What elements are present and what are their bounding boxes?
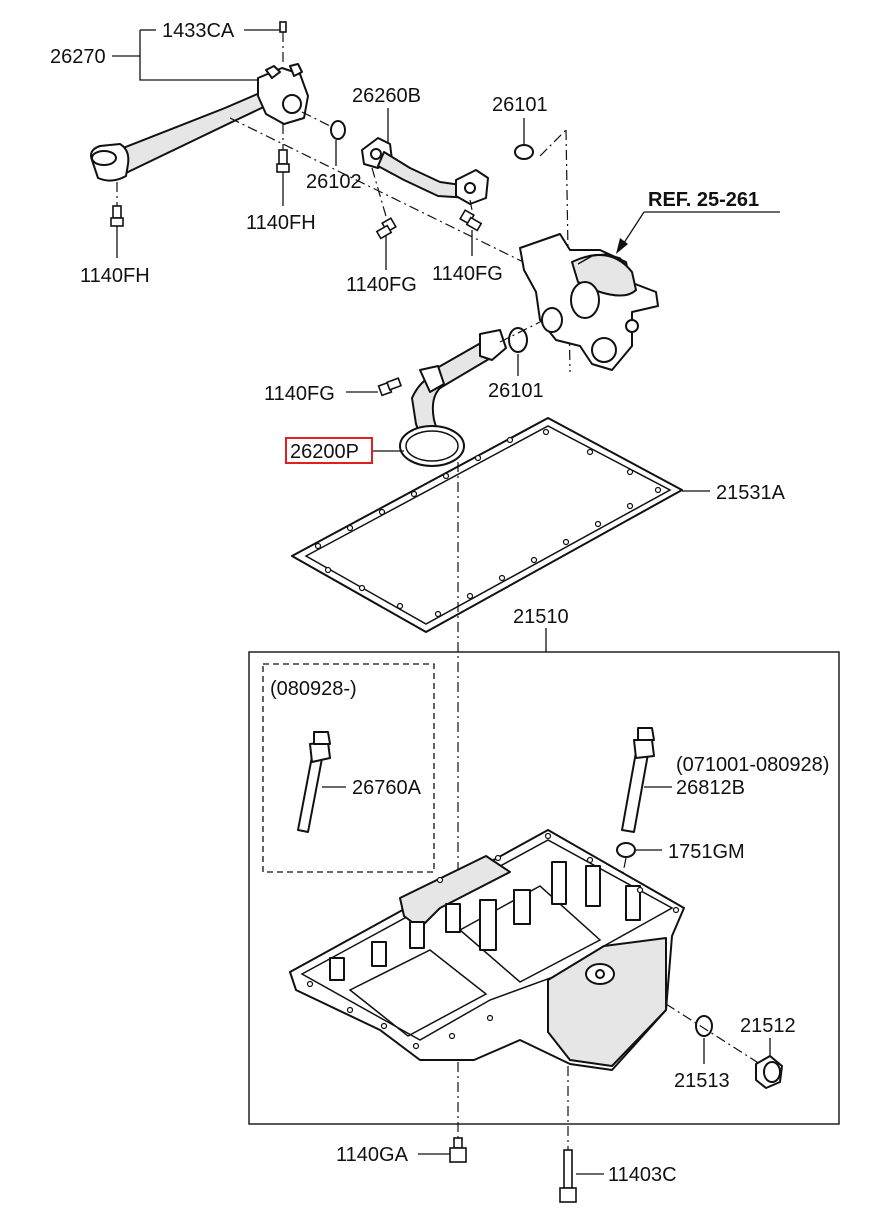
label-ref-25-261: REF. 25-261: [648, 189, 759, 211]
oil-pan-group-box: [248, 651, 840, 1125]
oil-pan-21510: [289, 829, 685, 1071]
label-21531a: 21531A: [716, 482, 786, 504]
variant-box-080928: [262, 663, 435, 873]
bolt-1140fh-left: [110, 182, 124, 227]
oil-pump-assembly: [519, 233, 659, 371]
dipstick-tube-26760a: [297, 731, 331, 833]
label-21512: 21512: [740, 1015, 796, 1037]
bolt-1140fg-c: [377, 377, 403, 397]
label-1140fg-a: 1140FG: [346, 274, 417, 296]
pipe-26260b: [361, 137, 489, 205]
label-1433ca: 1433CA: [162, 20, 235, 42]
label-26101-low: 26101: [488, 380, 544, 402]
drain-washer-21513: [695, 1015, 713, 1037]
label-21513: 21513: [674, 1070, 730, 1092]
bolt-1140fh-mid: [276, 124, 290, 173]
label-1140fg-b: 1140FG: [432, 263, 503, 285]
label-1140fh-mid: 1140FH: [246, 212, 316, 234]
oil-strainer-26200p: [399, 329, 507, 467]
label-26260b: 26260B: [352, 85, 421, 107]
bolt-1140ga: [449, 1137, 467, 1163]
label-26102: 26102: [306, 171, 362, 193]
label-26200p: 26200P: [290, 441, 359, 463]
o-ring-1751gm: [616, 842, 636, 858]
part-labels: 1433CA 26270 26260B 26101 26102 1140FH 1…: [50, 20, 829, 1186]
label-1140fg-c: 1140FG: [264, 383, 335, 405]
o-ring-26101-low: [508, 327, 528, 353]
label-11403c: 11403C: [608, 1164, 677, 1186]
highlight-26200p: [285, 437, 373, 464]
ref-arrow: [616, 211, 780, 254]
label-071001-080928: (071001-080928): [676, 754, 829, 776]
label-26760a: 26760A: [352, 777, 422, 799]
oil-pipe-26270: [90, 63, 309, 182]
label-1751gm: 1751GM: [668, 841, 745, 863]
o-ring-26101-top: [514, 144, 534, 160]
label-1140ga: 1140GA: [336, 1144, 409, 1166]
label-26270: 26270: [50, 46, 106, 68]
bolt-11403c: [559, 1066, 577, 1203]
label-21510: 21510: [513, 606, 569, 628]
label-1140fh-left: 1140FH: [80, 265, 150, 287]
label-26101-top: 26101: [492, 94, 548, 116]
bolt-1433ca: [279, 21, 287, 66]
label-26812b: 26812B: [676, 777, 745, 799]
bolt-1140fg-a: [371, 167, 397, 240]
drain-plug-21512: [755, 1055, 783, 1089]
label-080928: (080928-): [270, 678, 357, 700]
bolt-1140fg-b: [459, 199, 483, 232]
gasket-21531a: [291, 417, 683, 633]
o-ring-26102: [330, 120, 346, 140]
leader-lines: [112, 29, 771, 1175]
dipstick-tube-26812b: [621, 727, 655, 833]
